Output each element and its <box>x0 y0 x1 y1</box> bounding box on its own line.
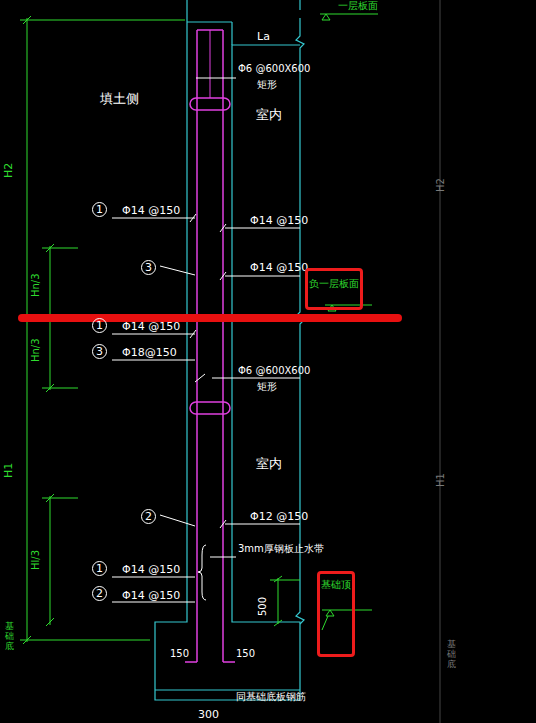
drawing-label: Φ12 @150 <box>250 511 308 522</box>
callout-text: 1 <box>96 563 103 574</box>
callout-number: 2 <box>92 586 107 601</box>
drawing-label: 300 <box>198 709 219 720</box>
callout-number: 3 <box>92 344 107 359</box>
callout-number: 1 <box>92 318 107 333</box>
drawing-label: Φ14 @150 <box>122 590 180 601</box>
drawing-label: Hn/3 <box>31 273 41 297</box>
drawing-label: Φ14 @150 <box>250 215 308 226</box>
drawing-label: H2 <box>436 178 446 192</box>
drawing-label: Φ14 @150 <box>122 321 180 332</box>
drawing-label: 150 <box>170 649 189 659</box>
drawing-label: Φ14 @150 <box>250 262 308 273</box>
highlight-box: 基础顶 <box>317 571 355 657</box>
dimension-lines <box>20 0 440 723</box>
drawing-label: 基础底 <box>5 622 14 652</box>
callout-number: 1 <box>92 561 107 576</box>
callout-text: 2 <box>145 511 152 522</box>
level-label: 负一层板面 <box>309 279 359 289</box>
callout-text: 1 <box>96 320 103 331</box>
drawing-label: Φ6 @600X600 <box>238 64 310 74</box>
drawing-label: 3mm厚钢板止水带 <box>238 544 324 554</box>
drawing-label: H2 <box>3 162 14 177</box>
drawing-label: 同基础底板钢筋 <box>236 692 306 702</box>
drawing-label: 150 <box>236 649 255 659</box>
level-highlight <box>18 314 402 322</box>
drawing-label: 一层板面 <box>338 1 378 11</box>
leader-lines <box>112 78 300 602</box>
drawing-label: Φ14 @150 <box>122 564 180 575</box>
drawing-label: H1 <box>436 473 446 487</box>
drawing-label: 矩形 <box>257 382 277 392</box>
callout-number: 3 <box>141 260 156 275</box>
callout-number: 1 <box>92 202 107 217</box>
callout-text: 2 <box>96 588 103 599</box>
rebar <box>185 30 235 662</box>
callout-text: 1 <box>96 204 103 215</box>
drawing-label: 室内 <box>256 108 282 121</box>
highlight-box: 负一层板面 <box>305 268 363 310</box>
drawing-label: 填土侧 <box>100 92 139 105</box>
drawing-label: 矩形 <box>257 80 277 90</box>
drawing-label: H1 <box>3 462 14 477</box>
drawing-label: Hl/3 <box>31 550 41 570</box>
drawing-label: 500 <box>258 596 268 615</box>
drawing-label: 基础底 <box>447 640 456 670</box>
level-label: 基础顶 <box>321 580 351 590</box>
drawing-label: Φ18@150 <box>122 347 177 358</box>
drawing-label: Φ14 @150 <box>122 205 180 216</box>
drawing-label: 室内 <box>256 457 282 470</box>
callout-text: 3 <box>96 346 103 357</box>
callout-number: 2 <box>141 509 156 524</box>
drawing-label: Hn/3 <box>31 338 41 362</box>
callout-text: 3 <box>145 262 152 273</box>
drawing-label: La <box>257 31 270 42</box>
drawing-label: Φ6 @600X600 <box>238 366 310 376</box>
